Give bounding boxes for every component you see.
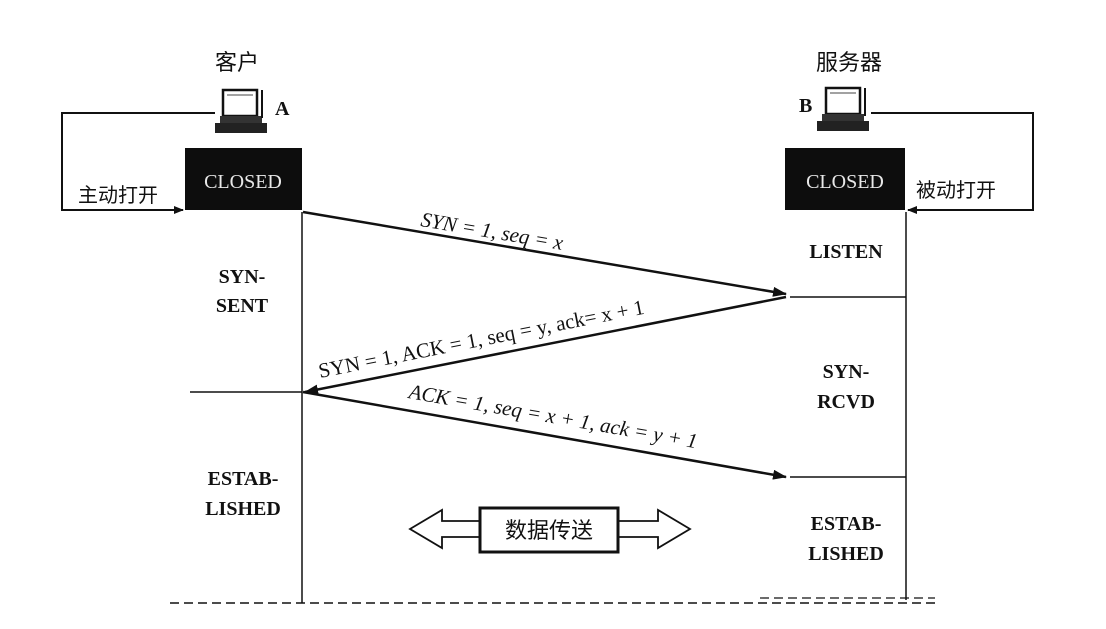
- server-closed-label: CLOSED: [806, 171, 884, 193]
- msg2-arrow: [304, 295, 787, 395]
- client-closed-label: CLOSED: [204, 171, 282, 193]
- msg3-label: ACK = 1, seq = x + 1, ack = y + 1: [405, 379, 699, 453]
- data-transfer-label: 数据传送: [505, 519, 593, 544]
- server-title: 服务器: [816, 51, 882, 76]
- passive-open-label: 被动打开: [916, 178, 996, 202]
- server-state-listen: LISTEN: [809, 241, 883, 263]
- server-state-established-2: LISHED: [808, 543, 884, 565]
- active-open-arrow: [61, 112, 215, 214]
- data-transfer-box: [478, 506, 620, 554]
- passive-open-arrow: [871, 112, 1034, 214]
- server-closed-box: [785, 148, 905, 210]
- server-state-syn-rcvd-2: RCVD: [817, 391, 875, 413]
- client-state-established-2: LISHED: [205, 498, 281, 520]
- server-host-label: B: [799, 95, 812, 117]
- msg2-label: SYN = 1, ACK = 1, seq = y, ack= x + 1: [316, 295, 646, 383]
- msg1-label: SYN = 1, seq = x: [419, 207, 565, 255]
- client-computer-icon: [215, 88, 267, 133]
- client-state-established-1: ESTAB-: [208, 468, 279, 490]
- client-state-syn-sent-2: SENT: [216, 295, 269, 317]
- client-closed-box: [185, 148, 302, 210]
- msg3-arrow: [302, 390, 787, 480]
- client-host-label: A: [275, 98, 290, 120]
- server-computer-icon: [817, 86, 869, 131]
- server-state-established-1: ESTAB-: [811, 513, 882, 535]
- client-state-syn-sent-1: SYN-: [219, 266, 266, 288]
- server-state-syn-rcvd-1: SYN-: [823, 361, 870, 383]
- client-title: 客户: [215, 51, 259, 76]
- msg1-arrow: [302, 210, 787, 297]
- active-open-label: 主动打开: [78, 183, 158, 207]
